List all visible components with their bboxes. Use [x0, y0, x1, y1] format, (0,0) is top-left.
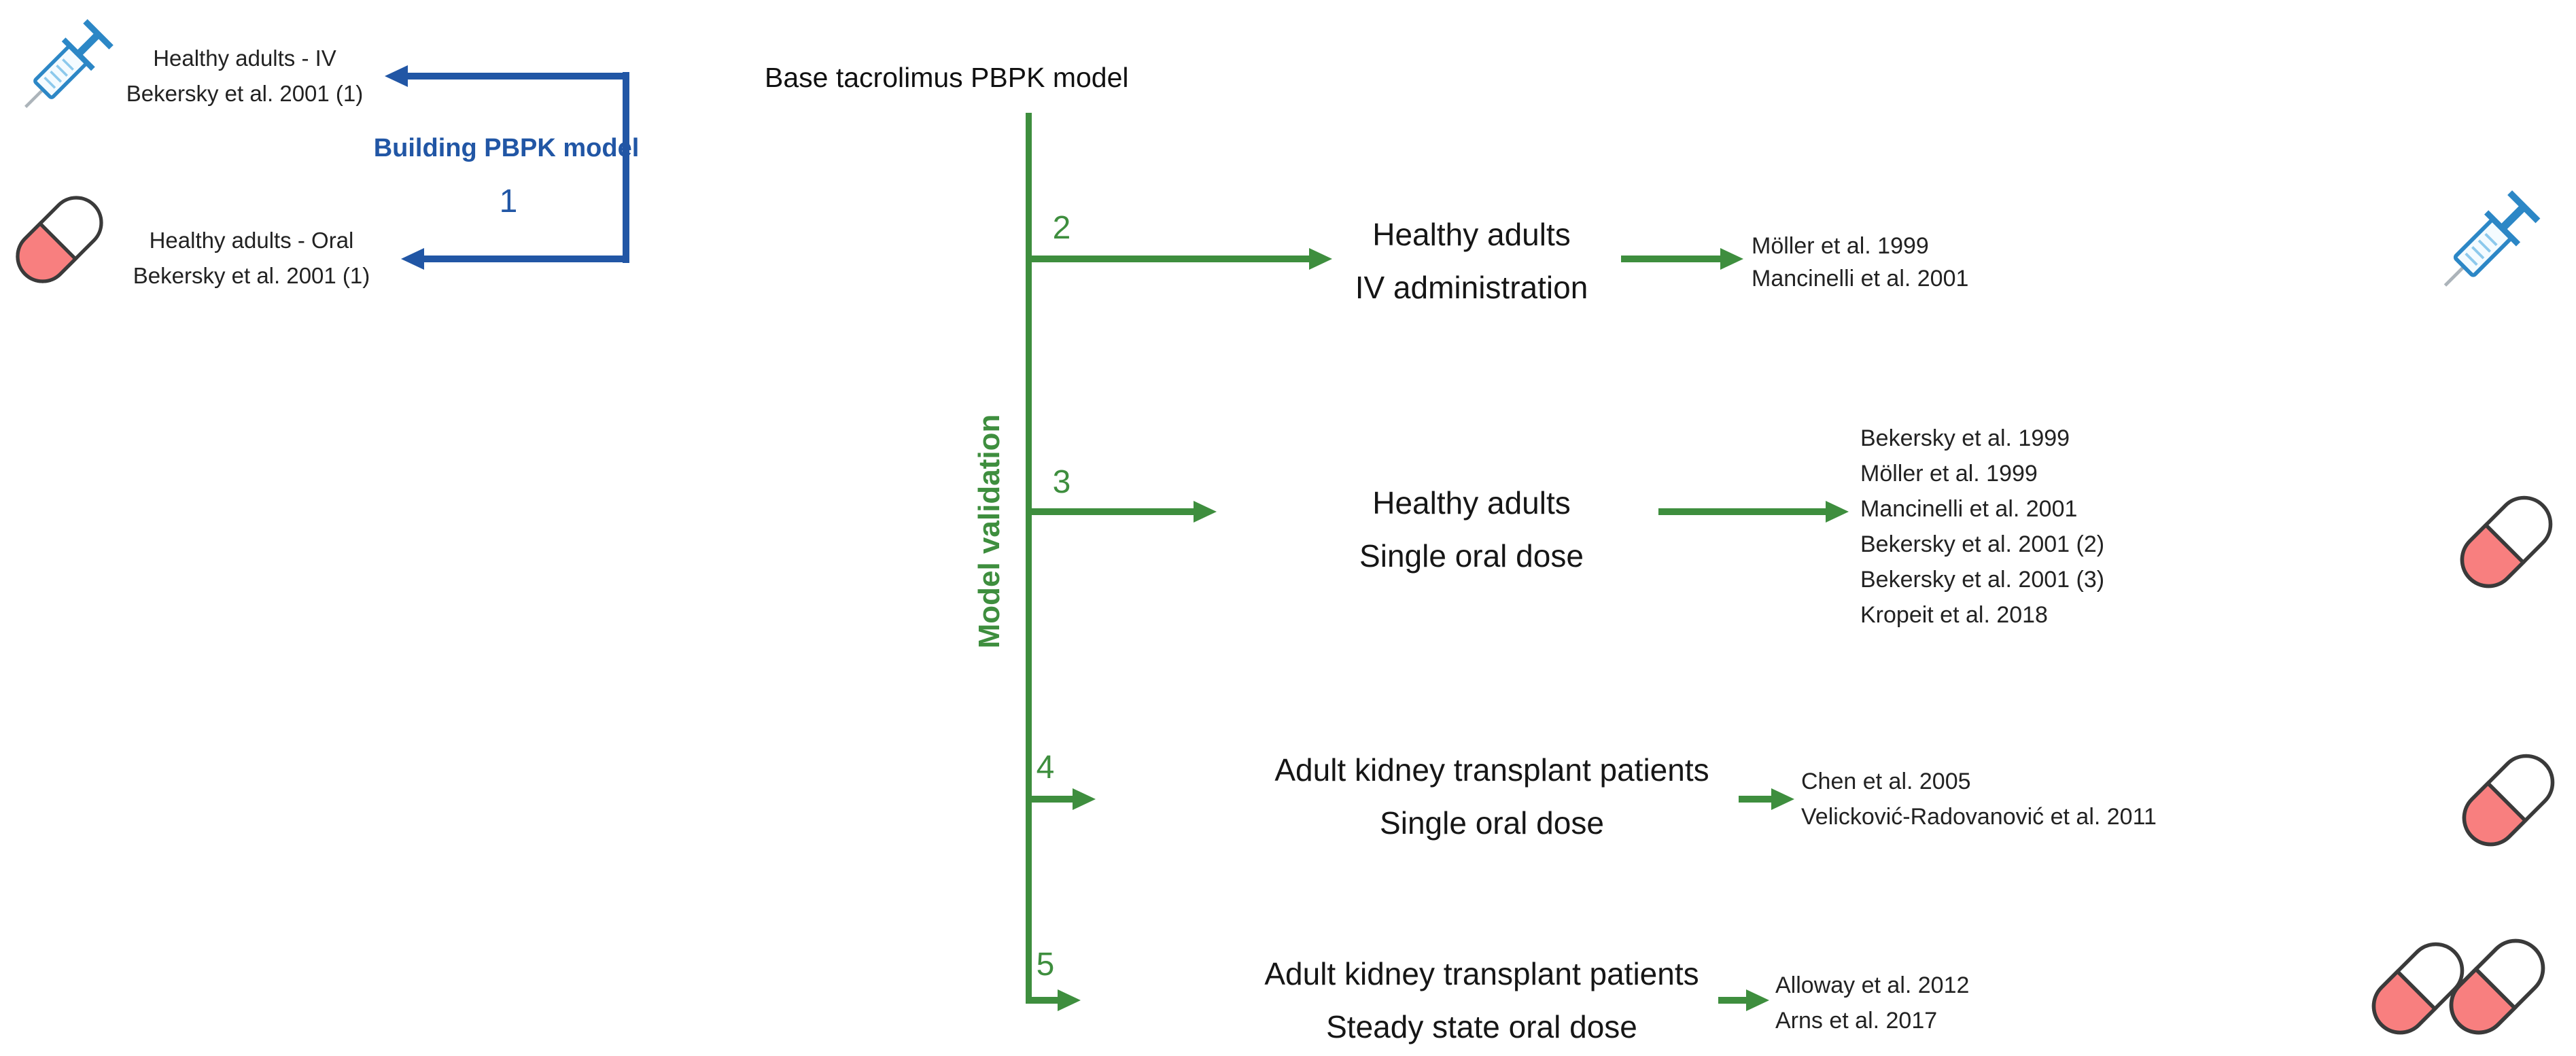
capsule-icon	[2432, 921, 2562, 1052]
branch-4-references: Chen et al. 2005 Velicković-Radovanović …	[1801, 764, 2157, 834]
branch-2-references: Möller et al. 1999 Mancinelli et al. 200…	[1752, 230, 1968, 295]
dose-label: Single oral dose	[1359, 538, 1584, 574]
branch-4-arrow	[1028, 788, 1096, 811]
validation-trunk-line	[1026, 113, 1032, 1004]
base-model-title: Base tacrolimus PBPK model	[765, 62, 1129, 93]
branch-3-ref-arrow	[1658, 500, 1849, 523]
building-arrow-oral	[401, 247, 629, 270]
reference-item: Bekersky et al. 2001 (3)	[1860, 567, 2105, 593]
branch-2-node: Healthy adults IV administration	[1132, 208, 1811, 314]
validation-phase-label: Model validation	[973, 414, 1006, 649]
population-label: Adult kidney transplant patients	[1274, 752, 1709, 788]
building-phase-label: Building PBPK model	[373, 134, 640, 162]
reference-item: Möller et al. 1999	[1860, 461, 2038, 487]
reference-item: Mancinelli et al. 2001	[1752, 266, 1969, 292]
building-arrow-iv	[385, 65, 629, 88]
reference-item: Bekersky et al. 1999	[1860, 425, 2070, 451]
branch-4-ref-arrow	[1739, 788, 1794, 811]
step-number-1: 1	[499, 183, 518, 219]
reference-item: Mancinelli et al. 2001	[1860, 496, 2078, 522]
dataset-name: Healthy adults - Oral	[149, 228, 354, 253]
reference-item: Kropeit et al. 2018	[1860, 602, 2048, 628]
branch-3-references: Bekersky et al. 1999 Möller et al. 1999 …	[1860, 421, 2104, 633]
step-number-3: 3	[1052, 464, 1071, 500]
population-label: Adult kidney transplant patients	[1264, 956, 1699, 991]
dataset-name: Healthy adults - IV	[153, 46, 336, 71]
step-number-2: 2	[1052, 210, 1071, 246]
building-bracket-line	[623, 72, 629, 263]
branch-5-arrow	[1028, 989, 1081, 1012]
dose-label: Steady state oral dose	[1326, 1009, 1637, 1044]
reference-item: Velicković-Radovanović et al. 2011	[1801, 804, 2157, 830]
dataset-healthy-iv: Healthy adults - IV Bekersky et al. 2001…	[75, 41, 415, 111]
reference-item: Möller et al. 1999	[1752, 233, 1929, 259]
branch-4-node: Adult kidney transplant patients Single …	[1152, 743, 1832, 849]
step-number-5: 5	[1036, 947, 1055, 983]
dose-label: Single oral dose	[1380, 805, 1604, 841]
dose-label: IV administration	[1355, 270, 1588, 305]
dataset-reference: Bekersky et al. 2001 (1)	[126, 81, 364, 106]
branch-5-references: Alloway et al. 2012 Arns et al. 2017	[1775, 968, 1969, 1038]
branch-5-node: Adult kidney transplant patients Steady …	[1142, 947, 1822, 1053]
step-number-4: 4	[1036, 750, 1055, 786]
reference-item: Bekersky et al. 2001 (2)	[1860, 531, 2105, 557]
branch-3-node: Healthy adults Single oral dose	[1132, 476, 1811, 582]
branch-5-ref-arrow	[1718, 989, 1769, 1012]
reference-item: Arns et al. 2017	[1775, 1008, 1938, 1034]
population-label: Healthy adults	[1372, 217, 1571, 252]
reference-item: Alloway et al. 2012	[1775, 972, 1970, 998]
capsule-icon	[2443, 479, 2569, 605]
capsule-icon	[2446, 737, 2571, 863]
branch-2-arrow	[1028, 247, 1332, 270]
branch-3-arrow	[1028, 500, 1217, 523]
branch-2-ref-arrow	[1621, 247, 1743, 270]
dataset-reference: Bekersky et al. 2001 (1)	[133, 263, 370, 288]
population-label: Healthy adults	[1372, 485, 1571, 521]
reference-item: Chen et al. 2005	[1801, 769, 1971, 794]
dataset-healthy-oral: Healthy adults - Oral Bekersky et al. 20…	[82, 223, 421, 294]
syringe-icon	[2420, 173, 2562, 306]
